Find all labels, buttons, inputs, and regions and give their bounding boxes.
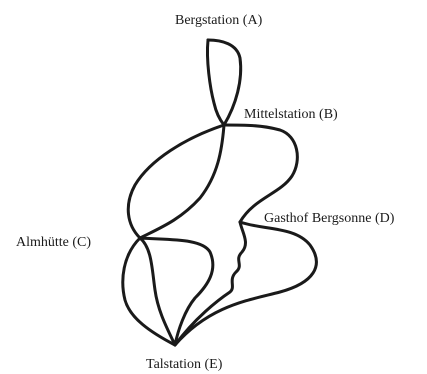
station-label-a: Bergstation (A)	[175, 13, 263, 28]
route-d-e-inner	[173, 220, 247, 347]
route-c-e-middle	[138, 236, 177, 347]
route-b-d	[222, 123, 299, 224]
route-d-e-outer	[173, 220, 318, 347]
station-label-d: Gasthof Bergsonne (D)	[264, 211, 395, 226]
route-c-e-inner	[138, 236, 215, 347]
station-label-b: Mittelstation (B)	[244, 107, 338, 122]
route-b-c-outer	[126, 123, 226, 240]
station-label-c: Almhütte (C)	[16, 235, 91, 250]
route-b-c-inner	[138, 123, 226, 240]
station-label-e: Talstation (E)	[146, 357, 223, 372]
route-a-b-right	[206, 38, 243, 127]
route-c-e-outer	[121, 236, 177, 347]
route-a-b-left	[206, 38, 226, 127]
